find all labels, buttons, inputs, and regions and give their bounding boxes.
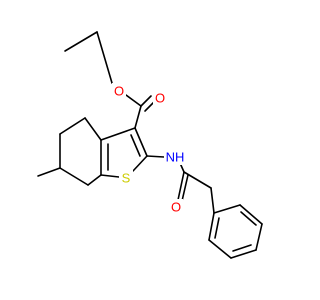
bond-s-c7a: [100, 174, 120, 178]
atom-o-carbonyl: O: [153, 90, 167, 106]
atom-o-ether: O: [112, 83, 126, 99]
atom-o-ether-label: O: [114, 84, 124, 99]
bond-c3a-c4: [84, 117, 102, 141]
atom-s-ring-label: S: [122, 171, 131, 186]
bond-ph-1: [213, 204, 241, 214]
bond-carbonyl-double-a: [140, 95, 152, 107]
bond-c4-c5: [59, 117, 86, 135]
bond-ch2-phenyl: [210, 187, 215, 214]
bond-ph-5: [208, 239, 232, 259]
atom-o-amide: O: [169, 199, 183, 215]
bond-c3-c2: [134, 127, 148, 157]
bond-c2-s: [132, 155, 148, 172]
bond-c6-c7: [59, 167, 89, 186]
bond-ph-2: [239, 204, 263, 225]
molecule-canvas: O O NH S O: [37, 31, 263, 259]
bond-ph-4-inner: [232, 244, 252, 252]
bond-ph-4: [230, 249, 257, 259]
atom-s-ring: S: [119, 170, 133, 186]
atom-labels: O O NH S O: [112, 83, 186, 215]
bond-amide-ch2: [183, 171, 212, 189]
bond-carbonylc-c3: [134, 105, 142, 129]
bond-ethyl-ch2-o: [96, 31, 113, 84]
bond-c3-c2-inner: [130, 134, 141, 157]
bond-amide-co-a: [177, 171, 185, 201]
bonds: [37, 31, 263, 259]
bond-c6-methyl: [37, 167, 61, 177]
bond-amide-co-b: [181, 174, 189, 202]
atom-o-carbonyl-label: O: [155, 91, 165, 106]
bond-c7-c7a: [87, 174, 102, 186]
bond-c2-n: [146, 155, 165, 158]
structure-drawing: O O NH S O: [37, 31, 263, 259]
bond-ph-2-inner: [240, 211, 257, 226]
bond-ph-6-inner: [214, 217, 220, 239]
atom-n-amide-label: NH: [166, 150, 185, 165]
bond-ph-6: [208, 212, 215, 241]
bond-ethyl-ch3: [64, 31, 98, 52]
bond-c3-c3a: [100, 127, 136, 141]
atom-o-amide-label: O: [171, 200, 181, 215]
bond-o-carbonylc: [125, 94, 142, 107]
bond-ph-3: [255, 223, 263, 251]
atom-n-amide: NH: [164, 149, 186, 165]
